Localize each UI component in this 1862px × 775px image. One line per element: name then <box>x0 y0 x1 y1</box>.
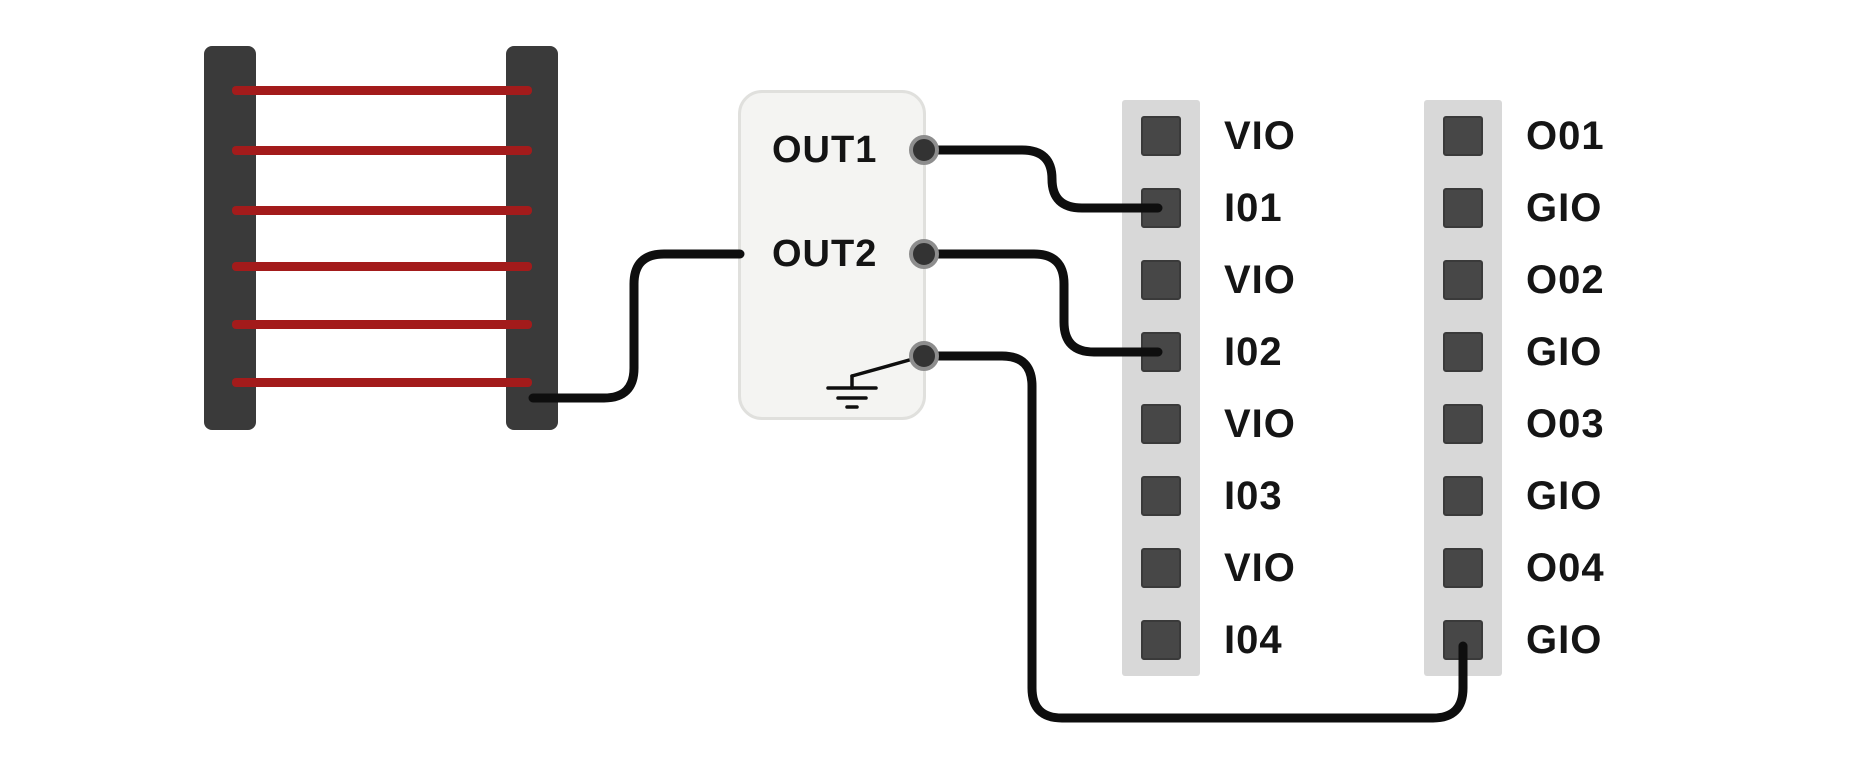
output-labels: O01 GIO O02 GIO O03 GIO O04 GIO <box>1526 100 1605 676</box>
input-labels: VIO I01 VIO I02 VIO I03 VIO I04 <box>1224 100 1296 676</box>
light-curtain-right-bar <box>506 46 558 430</box>
light-curtain-left-bar <box>204 46 256 430</box>
pin-label: VIO <box>1224 258 1296 302</box>
pin <box>1443 188 1483 228</box>
pin <box>1443 332 1483 372</box>
pin-label: GIO <box>1526 330 1603 374</box>
pin <box>1141 548 1181 588</box>
pin <box>1443 476 1483 516</box>
pin-label: I04 <box>1224 618 1283 662</box>
out1-label: OUT1 <box>772 129 878 171</box>
pin <box>1141 188 1181 228</box>
terminal-strip-outputs <box>1424 100 1502 676</box>
pin <box>1141 476 1181 516</box>
pin-label: GIO <box>1526 474 1603 518</box>
pin-label: O02 <box>1526 258 1605 302</box>
pin-label: I03 <box>1224 474 1283 518</box>
pin-label: O04 <box>1526 546 1605 590</box>
light-beam <box>232 146 532 155</box>
pin-label: O03 <box>1526 402 1605 446</box>
light-beam <box>232 378 532 387</box>
terminal-strip-inputs <box>1122 100 1200 676</box>
pin <box>1141 116 1181 156</box>
pin <box>1443 116 1483 156</box>
pin <box>1443 620 1483 660</box>
pin <box>1141 620 1181 660</box>
pin-label: GIO <box>1526 618 1603 662</box>
pin-label: O01 <box>1526 114 1605 158</box>
pin-label: GIO <box>1526 186 1603 230</box>
pin-label: I02 <box>1224 330 1283 374</box>
pin <box>1141 260 1181 300</box>
light-beam <box>232 86 532 95</box>
light-beam <box>232 320 532 329</box>
light-beam <box>232 262 532 271</box>
pin-label: VIO <box>1224 546 1296 590</box>
pin-label: VIO <box>1224 402 1296 446</box>
pin <box>1141 332 1181 372</box>
pin-label: I01 <box>1224 186 1283 230</box>
out2-label: OUT2 <box>772 233 878 275</box>
pin-label: VIO <box>1224 114 1296 158</box>
pin <box>1443 404 1483 444</box>
pin <box>1141 404 1181 444</box>
wire-curtain-to-component <box>528 249 745 403</box>
pin <box>1443 548 1483 588</box>
pin <box>1443 260 1483 300</box>
light-beam <box>232 206 532 215</box>
wire-ground-to-gio <box>932 351 1468 723</box>
